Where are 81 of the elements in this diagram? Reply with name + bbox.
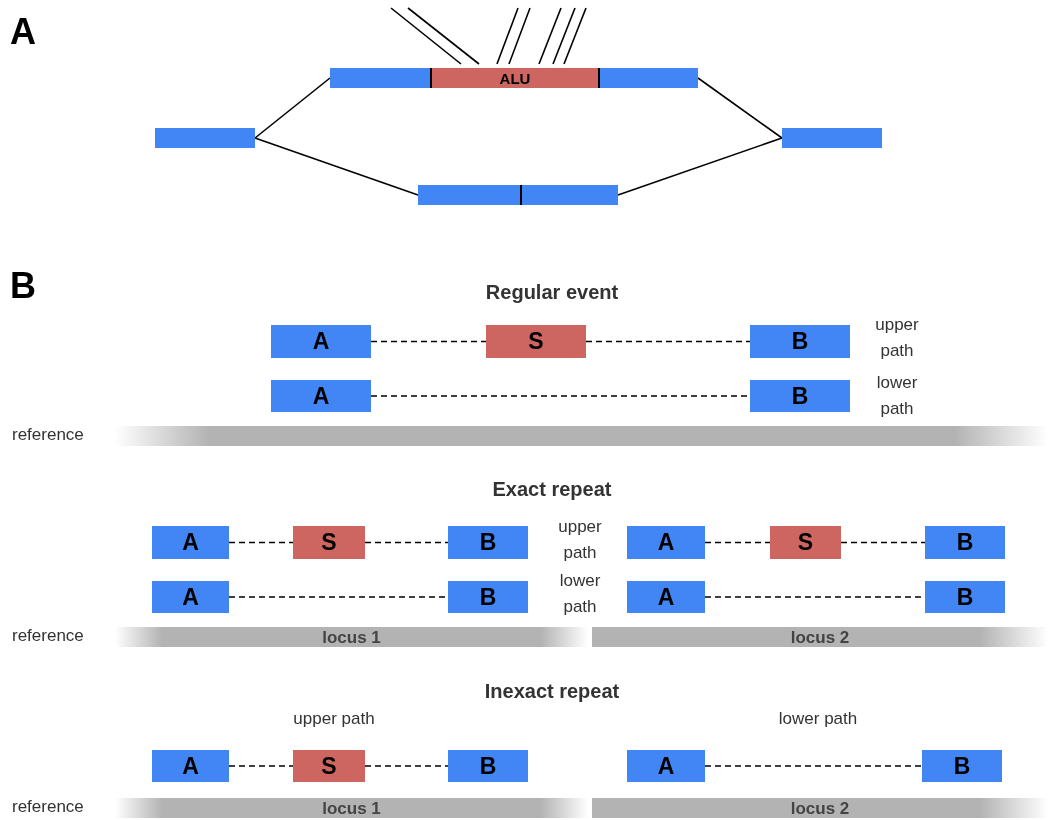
sequence-segment (152, 750, 229, 782)
segment-label: A (182, 531, 199, 554)
section-title: Regular event (484, 280, 620, 305)
segment-label: B (479, 754, 497, 778)
sequence-segment (330, 68, 430, 88)
reference-label: reference (12, 426, 84, 443)
connector-line (697, 77, 783, 139)
locus-label: locus 2 (790, 799, 850, 817)
reference-bar (592, 627, 1048, 647)
sequence-segment (922, 750, 1002, 782)
sequence-segment (271, 380, 371, 412)
reference-label: reference (12, 798, 84, 815)
segment-label: S (797, 531, 814, 554)
panel-letter: B (10, 268, 37, 304)
segment-label: A (182, 585, 199, 609)
sequence-segment (418, 185, 520, 205)
path-label: lower path (875, 372, 919, 420)
dashed-connector (364, 765, 449, 767)
insert-segment (293, 526, 365, 559)
segment-label: A (657, 585, 675, 609)
insert-segment (486, 325, 586, 358)
insert-segment (770, 526, 841, 559)
panel-letter: A (10, 14, 37, 50)
sequence-segment (598, 68, 698, 88)
locus-label: locus 1 (322, 628, 381, 646)
sequence-segment (782, 128, 882, 148)
segment-label: A (312, 384, 330, 408)
dashed-connector (228, 765, 294, 767)
sequence-segment (627, 526, 705, 559)
locus-label: locus 1 (322, 799, 381, 817)
segment-label: ALU (499, 70, 531, 86)
segment-label: B (479, 585, 497, 609)
sequence-segment (750, 325, 850, 358)
segment-label: A (312, 330, 330, 353)
path-label: upper path (292, 708, 376, 730)
connector-line (617, 137, 783, 196)
locus-label: locus 2 (790, 628, 850, 646)
sequence-segment (520, 185, 618, 205)
dashed-connector (370, 340, 487, 343)
insert-segment (430, 68, 598, 88)
segment-label: B (953, 754, 971, 778)
reference-bar (115, 627, 588, 647)
connector-line (254, 77, 331, 139)
sequence-segment (448, 581, 528, 613)
sequence-segment (155, 128, 255, 148)
section-title: Exact repeat (491, 477, 613, 502)
sequence-segment (152, 581, 229, 613)
sequence-segment (271, 325, 371, 358)
segment-label: B (479, 531, 497, 554)
dashed-connector (704, 541, 771, 544)
dashed-connector (840, 541, 926, 544)
sequence-segment (925, 526, 1005, 559)
dashed-connector (585, 340, 751, 343)
sequence-segment (448, 750, 528, 782)
path-label: lower path (777, 708, 859, 730)
sequence-segment (750, 380, 850, 412)
segment-label: S (528, 330, 544, 353)
segment-label: B (791, 330, 809, 353)
sequence-segment (627, 581, 705, 613)
dashed-connector (228, 541, 294, 544)
path-label: lower path (558, 570, 602, 618)
connector-line (254, 137, 419, 196)
segment-label: A (657, 754, 675, 778)
segment-label: B (791, 384, 809, 408)
segment-label: A (657, 531, 675, 554)
dashed-connector (364, 541, 449, 544)
sequence-segment (152, 526, 229, 559)
section-title: Inexact repeat (483, 679, 621, 704)
reference-bar (115, 798, 588, 818)
insert-segment (293, 750, 365, 782)
segment-label: S (321, 754, 337, 778)
segment-label: B (956, 531, 974, 554)
sequence-segment (448, 526, 528, 559)
reference-bar (592, 798, 1048, 818)
reference-label: reference (12, 627, 84, 644)
sequence-segment (925, 581, 1005, 613)
segment-label: S (321, 531, 337, 554)
segment-label: B (956, 585, 974, 609)
segment-label: A (182, 754, 199, 778)
dashed-connector (704, 765, 923, 767)
sequence-segment (627, 750, 705, 782)
